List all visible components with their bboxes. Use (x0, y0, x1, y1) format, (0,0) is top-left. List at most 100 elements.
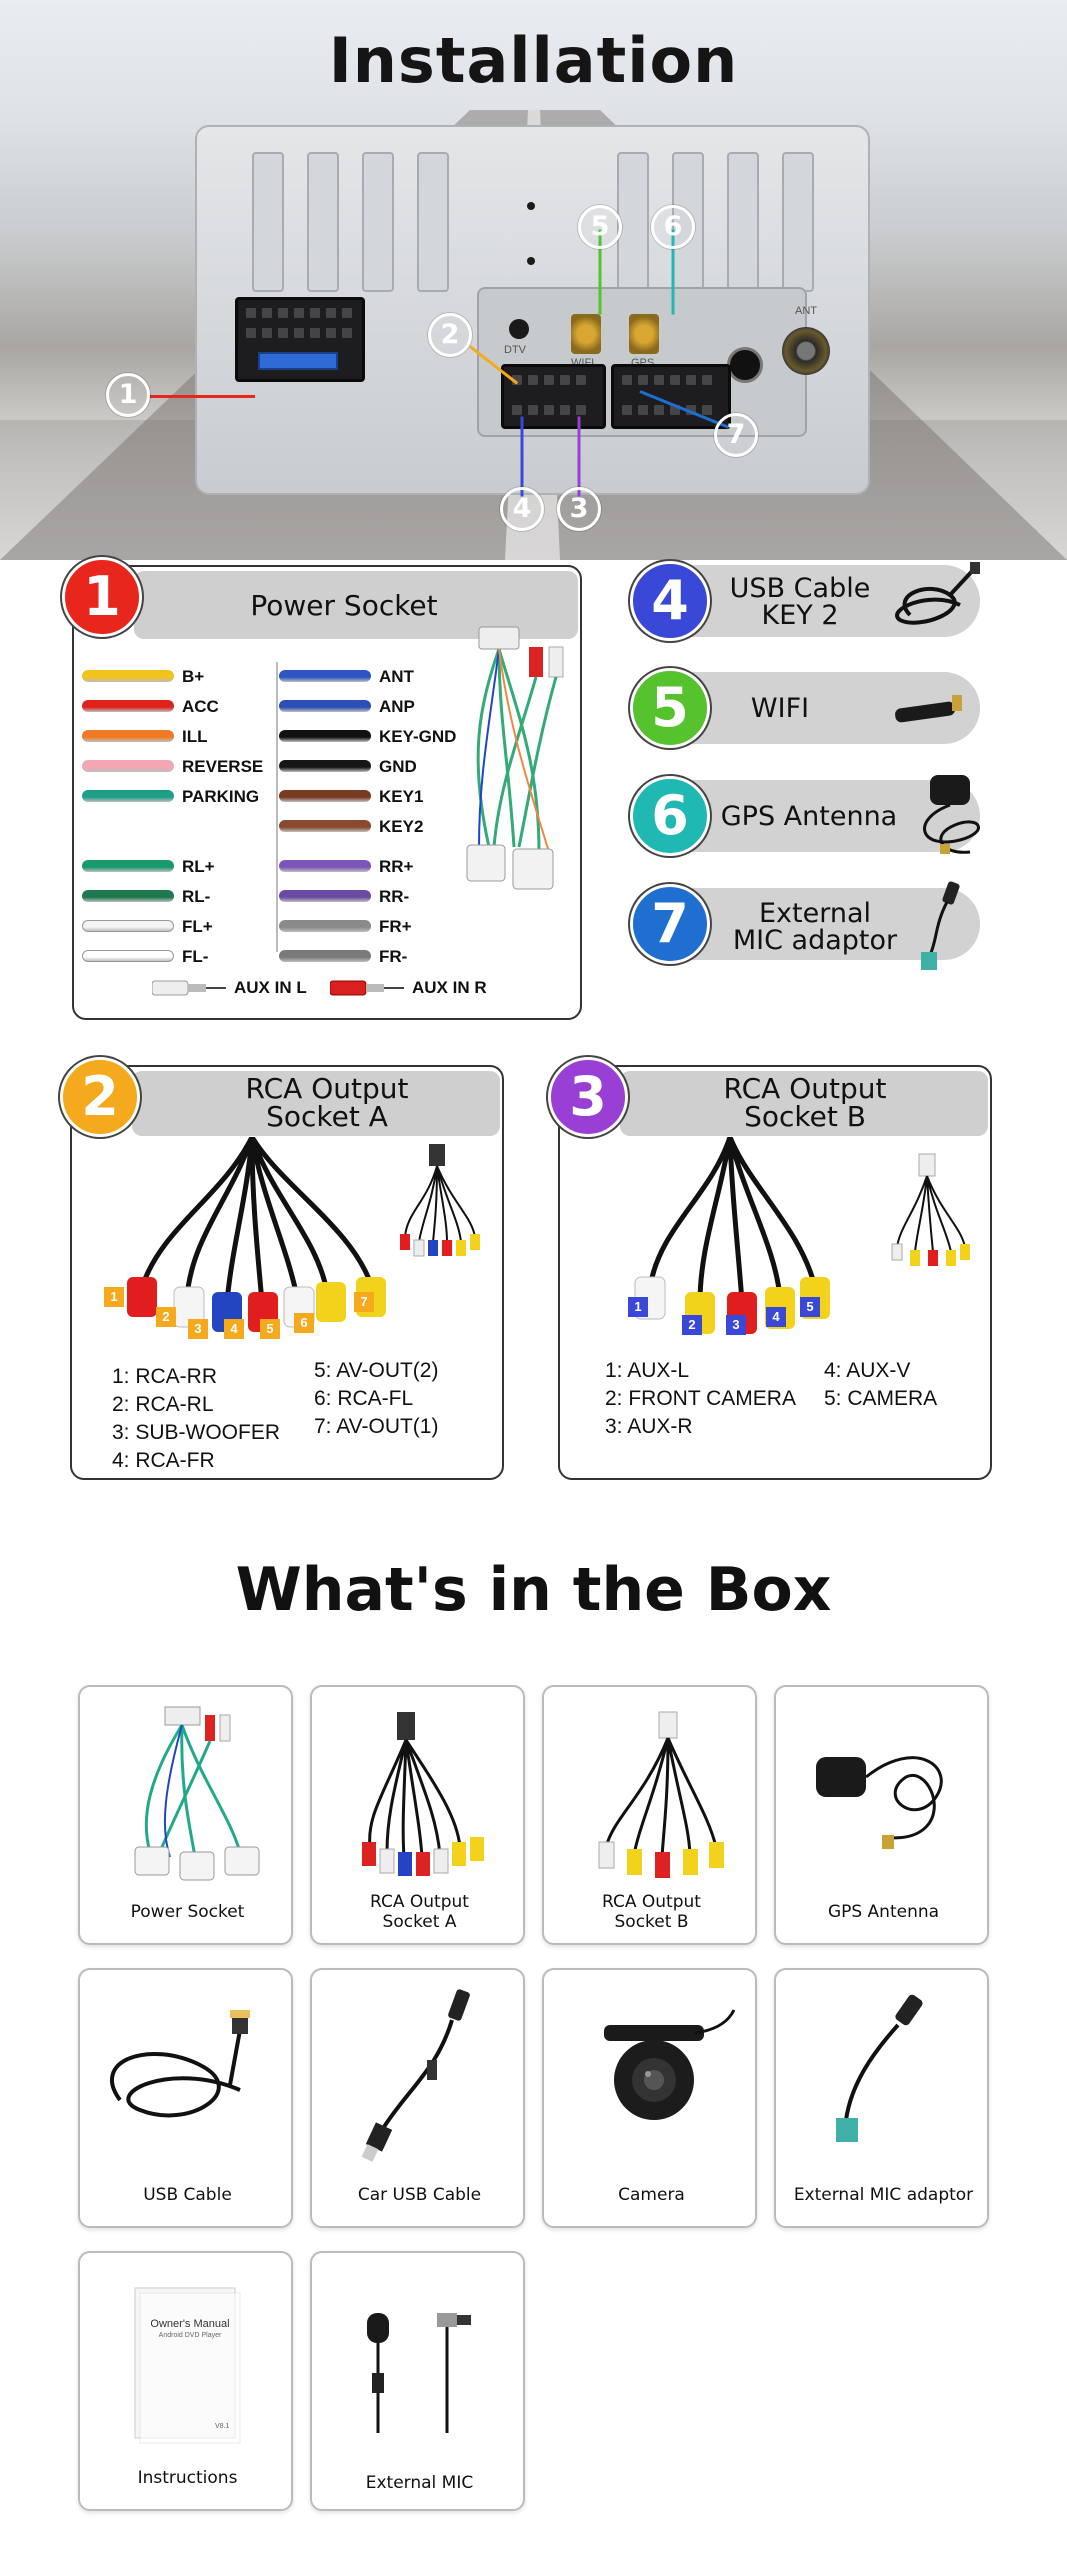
whats-in-the-box-title: What's in the Box (235, 1555, 832, 1625)
wire-r-0 (279, 670, 371, 682)
box-item-usb-cable: USB Cable (78, 1968, 293, 2228)
microphone-icon (367, 2313, 471, 2433)
power-socket-title: Power Socket (250, 589, 438, 622)
rca_a-tag-2: 2 (156, 1307, 176, 1327)
rca_a-tag-7: 7 (354, 1292, 374, 1312)
connector-recess: DTV WIFI GPS (477, 287, 807, 437)
marker-4-usb: 4 (500, 487, 544, 531)
power-socket-harness-icon (134, 1706, 260, 1881)
wire-label-r-7: RR- (379, 887, 410, 906)
gps-antenna-label: GPS Antenna (720, 801, 898, 832)
wifi-number-badge: 5 (630, 668, 710, 748)
box-label-instructions: Instructions (137, 2468, 238, 2488)
head-unit-back-panel: DTV WIFI GPS ANT (195, 125, 870, 495)
usb-cable-icon (110, 2010, 250, 2118)
gps-number-badge: 6 (630, 776, 710, 856)
manual-subtitle: Android DVD Player (158, 2332, 222, 2339)
wire-l-7 (82, 920, 174, 932)
wire-r-1 (279, 700, 371, 712)
box-label-power-socket: Power Socket (130, 1902, 245, 1922)
wire-label-r-8: FR+ (379, 917, 412, 936)
rca_a-tag-3: 3 (188, 1319, 208, 1339)
wire-label-r-5: KEY2 (379, 817, 424, 836)
rca_a-tag-1: 1 (104, 1287, 124, 1307)
wire-label-l-6: RL- (182, 887, 211, 906)
wire-label-l-5: RL+ (182, 857, 215, 876)
wire-label-r-2: KEY-GND (379, 727, 457, 746)
rca-a-small-cable-icon (400, 1144, 480, 1257)
wire-l-0 (82, 670, 174, 682)
box-item-external-mic: External MIC (310, 2251, 525, 2511)
wire-r-4 (279, 790, 371, 802)
rca_b-tag-4: 4 (766, 1307, 786, 1327)
box-item-camera: Camera (542, 1968, 757, 2228)
rca_b-tag-2: 2 (682, 1315, 702, 1335)
power-harness-icon (466, 626, 564, 890)
aux-l-plug-icon (152, 980, 226, 996)
dtv-label: DTV (504, 344, 526, 356)
radio-antenna-port (782, 327, 830, 375)
wire-r-8 (279, 920, 371, 932)
mic-adaptor-side-icon (921, 881, 960, 970)
box-label-gps-antenna: GPS Antenna (827, 1902, 940, 1922)
box-label-external-mic: External MIC (365, 2473, 474, 2493)
rca_a-tag-5: 5 (260, 1319, 280, 1339)
rca_b-tag-1: 1 (628, 1297, 648, 1317)
wire-l-1 (82, 700, 174, 712)
car-usb-cable-icon (361, 1989, 470, 2162)
marker-7-mic: 7 (714, 413, 758, 457)
manual-icon (134, 2287, 241, 2444)
aux-r-plug-icon (330, 980, 404, 996)
wire-label-r-1: ANP (379, 697, 415, 716)
wire-label-l-3: REVERSE (182, 757, 264, 776)
rca-b-cable-icon (598, 1711, 724, 1878)
ant-label: ANT (795, 305, 817, 317)
rca_a-tag-6: 6 (294, 1313, 314, 1333)
wire-label-r-3: GND (379, 757, 417, 776)
marker-3-rca-b: 3 (557, 487, 601, 531)
wire-r-9 (279, 950, 371, 962)
wire-label-l-0: B+ (182, 667, 205, 686)
usb-cable-icon (895, 562, 980, 625)
marker-1-power: 1 (106, 373, 150, 417)
box-item-instructions: Owner's Manual Android DVD Player V8.1 I… (78, 2251, 293, 2511)
box-label-car-usb-cable: Car USB Cable (357, 2185, 482, 2205)
wire-l-3 (82, 760, 174, 772)
wire-label-l-4: PARKING (182, 787, 260, 806)
installation-hero: Installation DTV WIFI GPS (0, 0, 1067, 560)
dtv-port (509, 319, 529, 339)
mic-adaptor-number-badge: 7 (630, 884, 710, 964)
wire-r-5 (279, 820, 371, 832)
rca_b-tag-3: 3 (726, 1315, 746, 1335)
box-label-camera: Camera (618, 2185, 685, 2205)
manual-version: V8.1 (215, 2423, 230, 2430)
wire-r-7 (279, 890, 371, 902)
wire-l-4 (82, 790, 174, 802)
box-label-usb-cable: USB Cable (143, 2185, 232, 2205)
wire-label-l-8: FL- (182, 947, 209, 966)
wire-l-2 (82, 730, 174, 742)
installation-title: Installation (328, 24, 739, 97)
aux-in-r-label: AUX IN R (412, 978, 487, 997)
gps-antenna-icon (816, 1756, 943, 1849)
marker-5-wifi: 5 (578, 205, 622, 249)
wire-r-2 (279, 730, 371, 742)
wire-label-l-2: ILL (182, 727, 208, 746)
box-item-mic-adaptor: External MIC adaptor (774, 1968, 989, 2228)
box-item-power-socket: Power Socket (78, 1685, 293, 1945)
mic-adaptor-icon (836, 1994, 923, 2142)
rca_a-tag-4: 4 (224, 1319, 244, 1339)
rca-b-number-badge: 3 (548, 1057, 628, 1137)
